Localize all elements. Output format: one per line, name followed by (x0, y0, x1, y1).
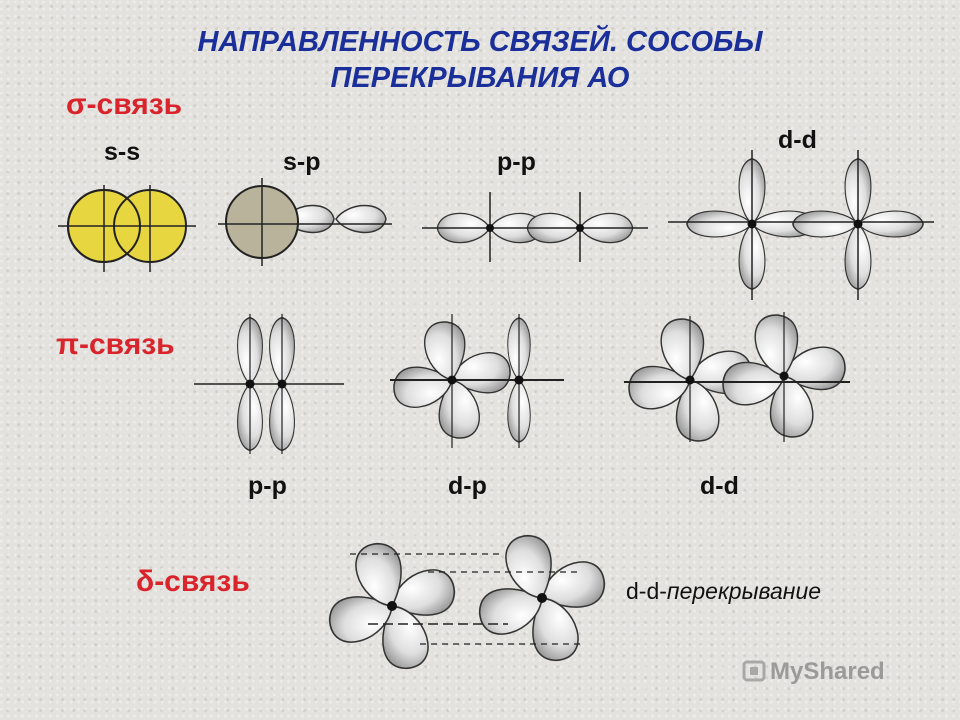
sigma-pp-label: p-p (497, 148, 536, 176)
delta-note-italic: перекрывание (666, 578, 822, 604)
watermark-icon (742, 660, 766, 682)
delta-bond-label: δ-связь (136, 565, 250, 598)
delta-dd-diagram (325, 531, 609, 673)
pi-dp-diagram (390, 314, 564, 448)
sigma-bond-label: σ-связь (66, 88, 183, 121)
sigma-sp-label: s-p (283, 148, 321, 176)
sigma-ss-label: s-s (104, 138, 141, 166)
delta-note: d-d-перекрывание (626, 578, 821, 605)
pi-pp-label: p-p (248, 472, 287, 500)
title-line-2: ПЕРЕКРЫВАНИЯ АО (330, 62, 630, 94)
sigma-sp-diagram (218, 178, 392, 266)
pi-dp-label: d-p (448, 472, 487, 500)
page-title: НАПРАВЛЕННОСТЬ СВЯЗЕЙ. СОСОБЫ ПЕРЕКРЫВАН… (0, 24, 960, 96)
pi-dd-diagram (624, 312, 850, 442)
watermark: MyShared (770, 658, 885, 685)
sigma-dd-label: d-d (778, 126, 817, 154)
sigma-ss-diagram (58, 185, 196, 272)
pi-pp-diagram (194, 314, 344, 454)
sigma-dd-diagram (668, 150, 934, 300)
pi-dd-label: d-d (700, 472, 739, 500)
sigma-pp-diagram (422, 192, 648, 262)
title-line-1: НАПРАВЛЕННОСТЬ СВЯЗЕЙ. СОСОБЫ (197, 26, 763, 58)
delta-note-prefix: d-d- (626, 578, 667, 604)
pi-bond-label: π-связь (56, 328, 175, 361)
